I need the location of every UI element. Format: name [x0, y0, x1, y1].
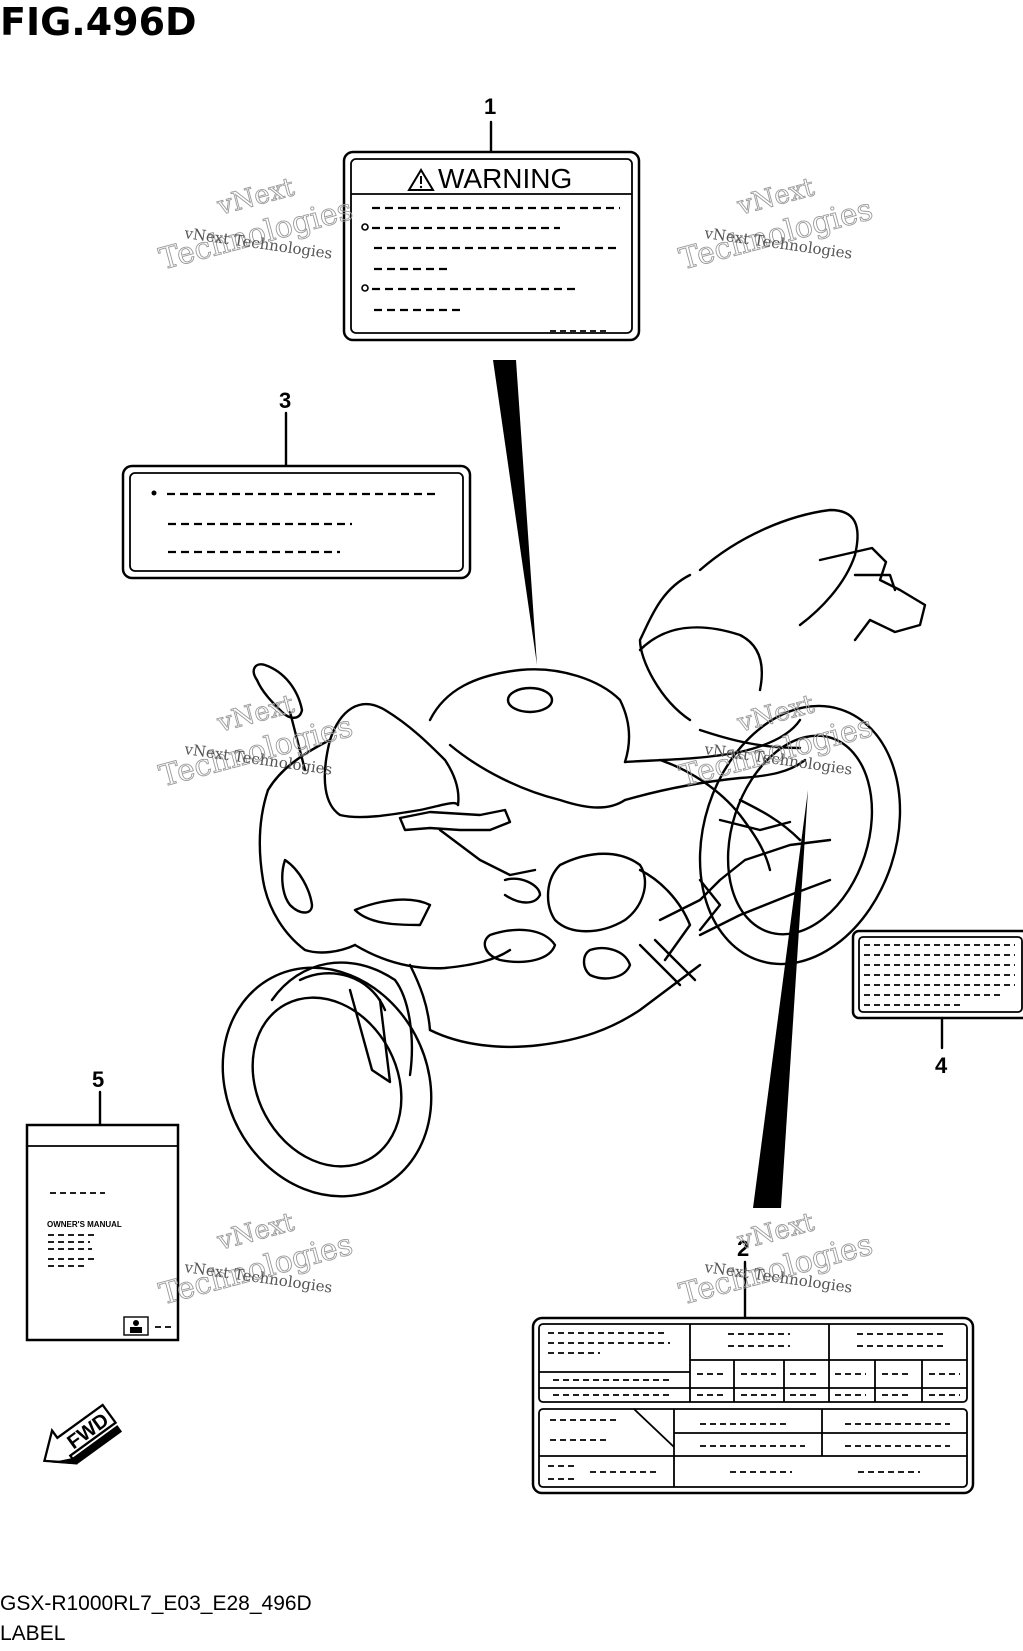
callout-3: 3 — [279, 388, 291, 413]
figure-title: FIG.496D — [0, 0, 197, 44]
label-4[interactable] — [851, 929, 1023, 1050]
label-2[interactable] — [531, 1260, 975, 1495]
footer-code: GSX-R1000RL7_E03_E28_496D — [0, 1592, 312, 1615]
leader-1 — [493, 360, 537, 665]
warning-triangle-icon — [407, 168, 435, 191]
callout-2: 2 — [737, 1236, 749, 1261]
callout-5: 5 — [92, 1067, 104, 1092]
callout-4: 4 — [935, 1053, 948, 1078]
warning-heading: WARNING — [438, 163, 572, 194]
leader-2 — [753, 790, 808, 1208]
owners-manual-title: OWNER'S MANUAL — [47, 1220, 122, 1229]
label-3[interactable] — [121, 411, 472, 580]
footer-name: LABEL — [0, 1622, 66, 1645]
warning-label[interactable]: WARNING — [342, 120, 641, 342]
reader-icon — [123, 1316, 149, 1336]
owners-manual[interactable]: OWNER'S MANUAL — [25, 1090, 180, 1342]
motorcycle-drawing — [221, 508, 927, 1198]
fwd-arrow-icon: FWD — [42, 1403, 123, 1465]
callout-1: 1 — [484, 94, 496, 119]
